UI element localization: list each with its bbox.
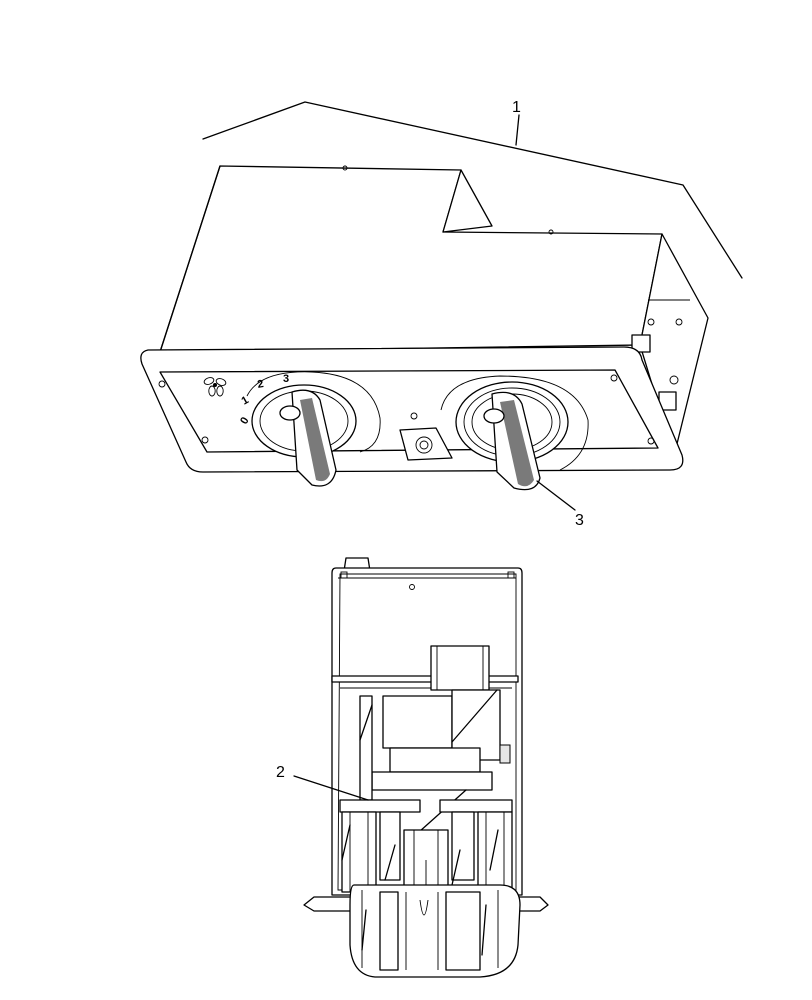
switch-assembly (339, 799, 513, 900)
motor-block (430, 645, 490, 691)
dial-mark-1: 1 (240, 394, 251, 407)
fan-icon (203, 377, 227, 397)
callout-3: 3 (575, 512, 584, 529)
housing-step (442, 169, 493, 233)
callout-1-leader (202, 101, 743, 279)
control-unit-section-view (303, 557, 549, 978)
callout-2: 2 (276, 764, 285, 781)
dial-mark-3: 3 (283, 373, 289, 385)
center-adjuster (399, 412, 453, 461)
control-unit-isometric-view: 0 1 2 3 (140, 165, 709, 491)
fan-speed-knob (279, 389, 337, 487)
dial-mark-0: 0 (238, 415, 251, 426)
callout-2-leader (293, 775, 369, 801)
callout-3-leader (536, 480, 576, 511)
housing-top-left (159, 165, 663, 353)
dial-mark-2: 2 (256, 378, 264, 391)
callout-1: 1 (512, 99, 521, 116)
section-knob (349, 884, 521, 978)
temperature-knob (483, 391, 541, 491)
